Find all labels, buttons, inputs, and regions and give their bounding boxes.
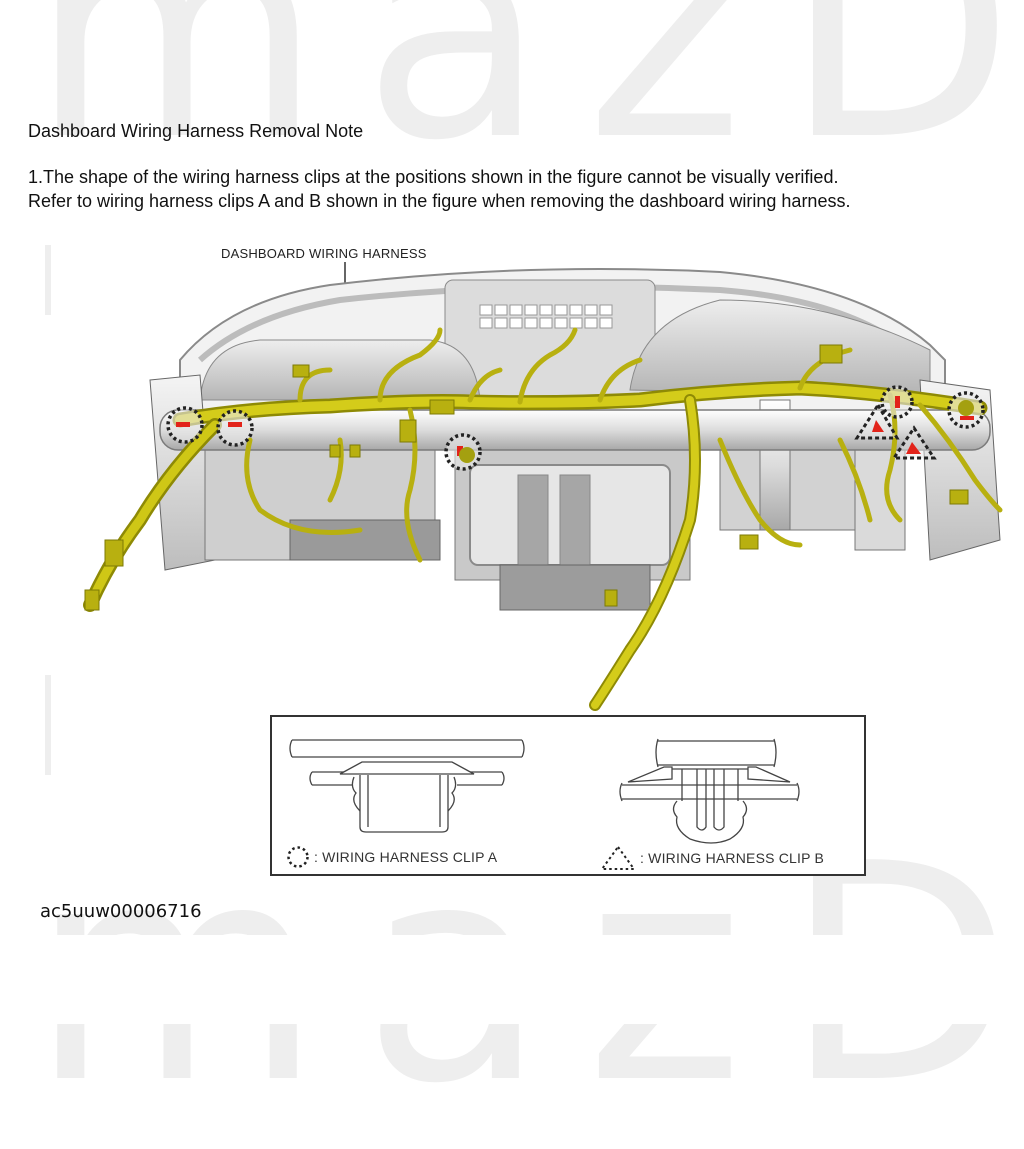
page-title: Dashboard Wiring Harness Removal Note (28, 121, 364, 141)
document-id: ac5uuw00006716 (40, 901, 202, 922)
legend-clip-b: : WIRING HARNESS CLIP B (600, 845, 824, 871)
clip-a-diagram (289, 739, 525, 833)
clip-diagrams (289, 738, 800, 844)
clip-b-diagram (619, 738, 800, 844)
dashboard-harness-illustration (83, 262, 1003, 711)
watermark-bar (45, 675, 51, 775)
bottom-margin (0, 935, 1024, 1024)
legend-clip-b-label: : WIRING HARNESS CLIP B (640, 850, 825, 866)
removal-note: 1.The shape of the wiring harness clips … (28, 165, 850, 213)
note-line-2: Refer to wiring harness clips A and B sh… (28, 191, 851, 211)
legend-clip-a: : WIRING HARNESS CLIP A (286, 845, 497, 869)
clip-legend-panel: : WIRING HARNESS CLIP A : WIRING HARNESS… (270, 715, 866, 876)
watermark-bar (45, 245, 51, 315)
legend-clip-a-label: : WIRING HARNESS CLIP A (314, 849, 498, 865)
dashboard-wiring-harness-callout: DASHBOARD WIRING HARNESS (221, 246, 427, 261)
watermark-top: mazDa (30, 0, 1024, 206)
dotted-triangle-icon (600, 845, 636, 870)
note-line-1: 1.The shape of the wiring harness clips … (28, 167, 839, 187)
dotted-circle-icon (287, 846, 309, 868)
